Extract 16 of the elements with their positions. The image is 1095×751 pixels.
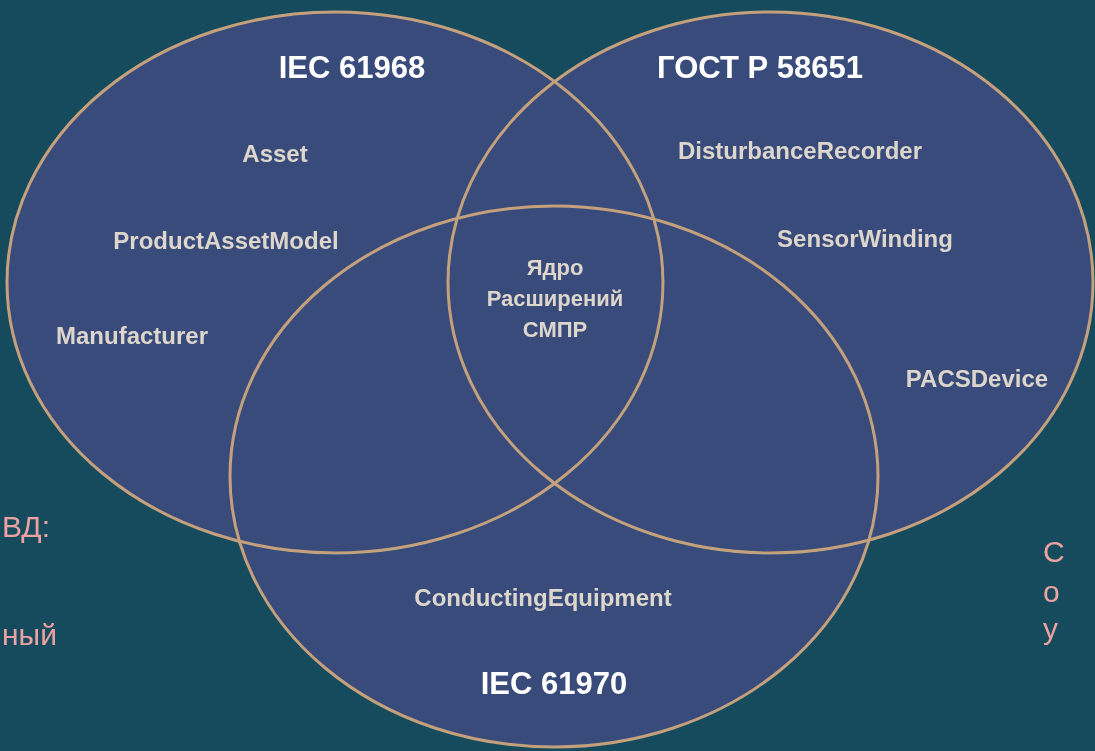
class-name-label: SensorWinding	[777, 225, 953, 253]
class-name-label: ProductAssetModel	[113, 227, 339, 255]
class-name-label: Asset	[242, 140, 308, 168]
set-title: IEC 61970	[480, 666, 628, 702]
class-name-label: PACSDevice	[905, 365, 1049, 393]
set-title: IEC 61968	[278, 50, 426, 86]
class-name-label: ConductingEquipment	[414, 584, 672, 612]
cut-off-text: у	[1043, 612, 1058, 646]
cut-off-text: ный	[2, 618, 57, 652]
cut-off-text: ВД:	[2, 510, 50, 544]
cut-off-text: о	[1043, 575, 1060, 609]
core-label: Ядро Расширений СМПР	[485, 254, 625, 344]
class-name-label: Manufacturer	[56, 322, 208, 350]
class-name-label: DisturbanceRecorder	[677, 137, 923, 165]
cut-off-text: С	[1043, 535, 1065, 569]
set-title: ГОСТ Р 58651	[657, 50, 863, 86]
